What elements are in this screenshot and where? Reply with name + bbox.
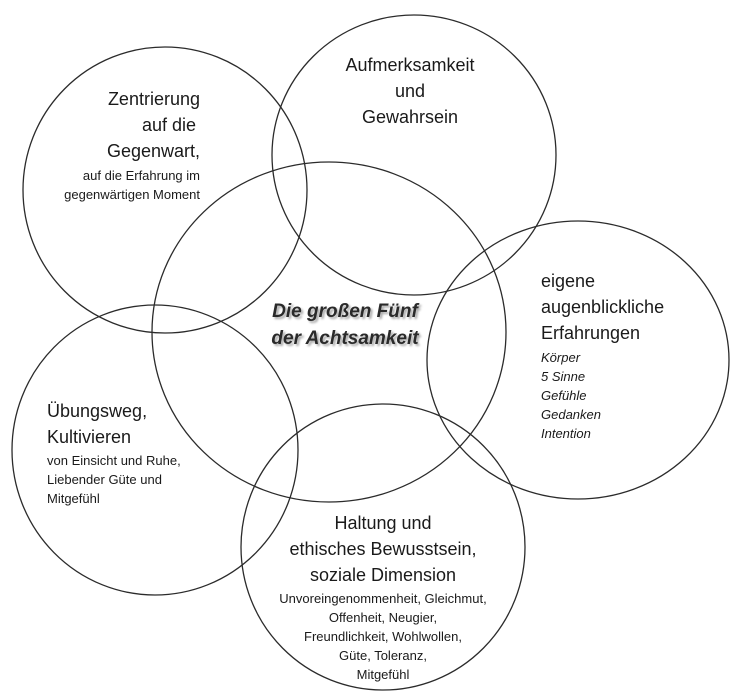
present-moment-line: auf die bbox=[141, 115, 196, 135]
circle-experiences bbox=[426, 220, 730, 500]
present-moment-sub: auf die Erfahrung im bbox=[82, 168, 200, 183]
practice-line: Kultivieren bbox=[47, 427, 132, 447]
center-title-line: der Achtsamkeit bbox=[271, 328, 419, 349]
experiences-line: augenblickliche bbox=[541, 297, 665, 317]
present-moment-label: Zentrierung auf die Gegenwart, auf die E… bbox=[30, 86, 200, 204]
ethics-sub: Mitgefühl bbox=[356, 667, 410, 682]
experiences-sub: Gefühle bbox=[541, 388, 587, 403]
practice-line: Übungsweg, bbox=[47, 401, 148, 421]
awareness-line: Aufmerksamkeit bbox=[345, 55, 475, 75]
practice-sub: von Einsicht und Ruhe, bbox=[47, 453, 181, 468]
ethics-line: soziale Dimension bbox=[309, 565, 457, 585]
ethics-line: Haltung und bbox=[334, 513, 432, 533]
ethics-sub: Freundlichkeit, Wohlwollen, bbox=[304, 629, 462, 644]
practice-label: Übungsweg, Kultivieren von Einsicht und … bbox=[47, 398, 227, 508]
experiences-sub: Gedanken bbox=[541, 407, 601, 422]
circle-awareness bbox=[271, 14, 557, 296]
center-title: Die großen Fünf der Achtsamkeit bbox=[230, 298, 460, 352]
experiences-label: eigene augenblickliche Erfahrungen Körpe… bbox=[541, 268, 721, 443]
center-title-line: Die großen Fünf bbox=[272, 301, 418, 322]
present-moment-sub: gegenwärtigen Moment bbox=[64, 187, 200, 202]
ethics-label: Haltung und ethisches Bewusstsein, sozia… bbox=[258, 510, 508, 684]
experiences-line: Erfahrungen bbox=[541, 323, 641, 343]
awareness-label: Aufmerksamkeit und Gewahrsein bbox=[320, 52, 500, 130]
experiences-sub: 5 Sinne bbox=[541, 369, 586, 384]
ethics-sub: Offenheit, Neugier, bbox=[328, 610, 438, 625]
circle-practice bbox=[11, 304, 299, 596]
experiences-sub: Körper bbox=[541, 350, 581, 365]
practice-sub: Liebender Güte und bbox=[47, 472, 162, 487]
present-moment-line: Zentrierung bbox=[107, 89, 200, 109]
experiences-line: eigene bbox=[541, 271, 596, 291]
practice-sub: Mitgefühl bbox=[47, 491, 100, 506]
awareness-line: und bbox=[394, 81, 426, 101]
circle-present-moment bbox=[22, 46, 308, 334]
circle-ethics bbox=[240, 403, 526, 691]
present-moment-line: Gegenwart, bbox=[106, 141, 200, 161]
ethics-line: ethisches Bewusstsein, bbox=[289, 539, 477, 559]
awareness-line: Gewahrsein bbox=[361, 107, 459, 127]
ethics-sub: Unvoreingenommenheit, Gleichmut, bbox=[279, 591, 487, 606]
experiences-sub: Intention bbox=[541, 426, 591, 441]
ethics-sub: Güte, Toleranz, bbox=[339, 648, 427, 663]
